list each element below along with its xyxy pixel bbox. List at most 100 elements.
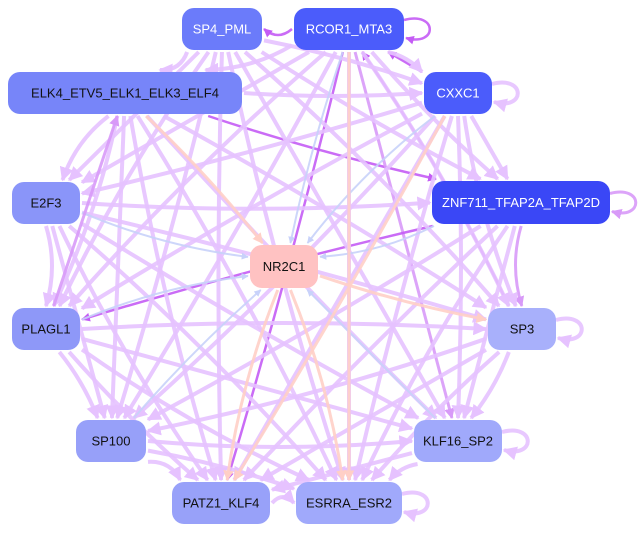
edge-ELK4-to-NR2C1 (145, 114, 264, 244)
edge-SP4_PML-to-CXXC1 (263, 38, 424, 86)
node-label: ESRRA_ESR2 (306, 496, 392, 511)
edge-SP100-to-PATZ1_KLF4 (147, 459, 182, 482)
edge-CXXC1-to-KLF16_SP2 (451, 115, 466, 420)
edge-E2F3-to-PATZ1_KLF4 (57, 225, 210, 482)
edge-CXXC1-to-CXXC1 (491, 80, 520, 113)
node-sp3[interactable]: SP3 (488, 308, 556, 350)
edge-SP4_PML-to-SP3 (243, 50, 501, 308)
node-elk4[interactable]: ELK4_ETV5_ELK1_ELK3_ELF4 (8, 72, 242, 114)
edge-ZNF711-to-NR2C1 (319, 225, 435, 260)
node-box (296, 482, 402, 524)
node-box (12, 308, 80, 350)
node-box (488, 308, 556, 350)
edge-CXXC1-to-NR2C1 (306, 115, 436, 244)
edge-RCOR1_MTA3-to-RCOR1_MTA3 (403, 17, 431, 45)
node-nr2c1[interactable]: NR2C1 (250, 245, 318, 288)
node-label: SP3 (510, 322, 535, 337)
edge-SP4_PML-to-E2F3 (67, 50, 201, 182)
edge-CXXC1-to-E2F3 (80, 100, 423, 198)
edge-RCOR1_MTA3-to-NR2C1 (288, 51, 344, 244)
edge-SP100-to-NR2C1 (133, 289, 262, 419)
node-label: PATZ1_KLF4 (183, 496, 260, 511)
edge-NR2C1-to-SP3 (319, 274, 488, 323)
node-label: ELK4_ETV5_ELK1_ELK3_ELF4 (31, 86, 219, 101)
edge-PLAGL1-to-NR2C1 (81, 273, 249, 321)
edge-SP3-to-PATZ1_KLF4 (259, 348, 488, 482)
edge-SP3-to-SP3 (555, 316, 584, 349)
node-box (8, 72, 242, 114)
edge-SP3-to-ESRRA_ESR2 (370, 350, 501, 482)
node-label: NR2C1 (263, 259, 306, 274)
edge-KLF16_SP2-to-NR2C1 (306, 289, 436, 419)
node-label: RCOR1_MTA3 (306, 22, 392, 37)
node-box (12, 182, 80, 224)
node-sp4_pml[interactable]: SP4_PML (182, 8, 262, 50)
edge-NR2C1-to-ESRRA_ESR2 (289, 289, 347, 482)
node-box (294, 8, 404, 50)
edge-RCOR1_MTA3-to-PLAGL1 (67, 50, 328, 308)
edge-E2F3-to-ESRRA_ESR2 (67, 224, 328, 482)
node-label: SP4_PML (193, 22, 252, 37)
edge-ELK4-to-E2F3 (59, 114, 110, 182)
node-e2f3[interactable]: E2F3 (12, 182, 80, 224)
node-label: KLF16_SP2 (423, 434, 493, 449)
edge-NR2C1-to-PATZ1_KLF4 (223, 289, 280, 482)
node-plagl1[interactable]: PLAGL1 (12, 308, 80, 350)
edge-CXXC1-to-PATZ1_KLF4 (233, 115, 447, 481)
edge-SP3-to-SP100 (146, 336, 487, 436)
edge-SP100-to-KLF16_SP2 (147, 435, 414, 450)
node-label: ZNF711_TFAP2A_TFAP2D (442, 195, 600, 210)
edge-RCOR1_MTA3-to-SP3 (360, 50, 511, 308)
edge-RCOR1_MTA3-to-SP4_PML (263, 28, 293, 38)
edge-PLAGL1-to-SP100 (57, 350, 100, 420)
edge-PLAGL1-to-SP3 (81, 321, 488, 336)
edge-PLAGL1-to-PATZ1_KLF4 (67, 350, 200, 482)
edge-E2F3-to-PLAGL1 (42, 225, 57, 308)
edge-KLF16_SP2-to-ESRRA_ESR2 (387, 462, 418, 482)
node-sp100[interactable]: SP100 (76, 420, 146, 462)
edge-KLF16_SP2-to-KLF16_SP2 (501, 428, 530, 461)
edge-ESRRA_ESR2-to-ESRRA_ESR2 (401, 490, 430, 523)
edge-SP4_PML-to-ELK4 (158, 51, 190, 78)
edge-ELK4-to-ZNF711 (207, 114, 437, 182)
edge-SP3-to-KLF16_SP2 (469, 351, 511, 420)
node-box (432, 181, 610, 224)
edge-CXXC1-to-ZNF711 (469, 115, 510, 181)
edge-CXXC1-to-ESRRA_ESR2 (351, 115, 454, 482)
edge-E2F3-to-ZNF711 (81, 196, 432, 211)
edge-RCOR1_MTA3-to-KLF16_SP2 (353, 51, 455, 420)
edge-PLAGL1-to-ELK4 (52, 115, 120, 307)
edge-ELK4-to-PATZ1_KLF4 (128, 115, 219, 482)
node-label: CXXC1 (436, 86, 479, 101)
node-cxxc1[interactable]: CXXC1 (424, 72, 492, 114)
edge-ZNF711-to-ZNF711 (609, 190, 638, 220)
node-box (250, 245, 318, 288)
edge-RCOR1_MTA3-to-CXXC1 (387, 50, 424, 74)
node-box (76, 420, 146, 462)
nodes-layer: SP4_PML RCOR1_MTA3ELK4_ETV5_ELK1_ELK3_ELF… (8, 8, 610, 524)
node-klf16_sp2[interactable]: KLF16_SP2 (414, 420, 502, 462)
node-box (414, 420, 502, 462)
node-box (172, 482, 270, 524)
edge-SP4_PML-to-KLF16_SP2 (233, 51, 447, 420)
node-box (182, 8, 262, 50)
edge-ZNF711-to-SP100 (146, 224, 482, 422)
node-znf711[interactable]: ZNF711_TFAP2A_TFAP2D (432, 181, 610, 224)
edge-RCOR1_MTA3-to-SP100 (122, 51, 338, 420)
node-label: E2F3 (30, 196, 61, 211)
edge-RCOR1_MTA3-to-ELK4 (204, 43, 294, 77)
node-patz1_klf4[interactable]: PATZ1_KLF4 (172, 482, 270, 524)
edge-RCOR1_MTA3-to-ZNF711 (370, 50, 500, 181)
edge-ELK4-to-ESRRA_ESR2 (135, 114, 339, 482)
edge-ZNF711-to-ESRRA_ESR2 (360, 224, 510, 482)
edge-E2F3-to-NR2C1 (81, 211, 249, 260)
node-box (424, 72, 492, 114)
node-esrra_esr2[interactable]: ESRRA_ESR2 (296, 482, 402, 524)
node-rcor1_mta3[interactable]: RCOR1_MTA3 (294, 8, 404, 50)
edge-ELK4-to-CXXC1 (243, 86, 424, 101)
node-label: SP100 (91, 434, 130, 449)
edge-ZNF711-to-SP3 (514, 225, 525, 308)
edge-RCOR1_MTA3-to-E2F3 (80, 50, 310, 185)
node-label: PLAGL1 (21, 322, 70, 337)
